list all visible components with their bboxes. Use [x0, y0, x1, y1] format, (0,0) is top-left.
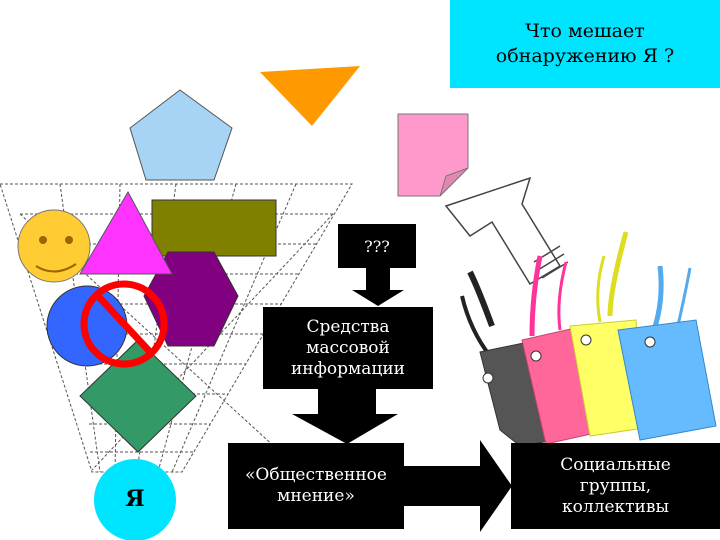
self-circle	[94, 459, 176, 540]
orange-triangle	[260, 66, 360, 126]
olive-rectangle	[151, 199, 277, 257]
arrow-media-to-opinion	[292, 389, 398, 444]
green-diamond	[79, 339, 197, 453]
name-tags-image	[460, 231, 717, 447]
purple-hexagon	[143, 251, 239, 347]
pink-sticky-note	[397, 113, 469, 197]
blue-pentagon	[129, 89, 233, 181]
magenta-triangle	[79, 190, 173, 275]
media-text: Средства массовой информации	[290, 316, 406, 379]
prohibition-sign-icon	[80, 280, 168, 368]
groups-text: Социальные группы, коллективы	[560, 454, 671, 517]
opinion-box: «Общественное мнение»	[228, 443, 404, 529]
arrow-question-to-media	[352, 268, 404, 306]
self-label-text: Я	[125, 486, 145, 512]
groups-box: Социальные группы, коллективы	[511, 443, 720, 529]
title-text: Что мешает обнаружению Я ?	[495, 20, 675, 67]
white-up-arrow	[444, 176, 569, 286]
self-label: Я	[92, 464, 178, 534]
question-text: ???	[364, 236, 390, 256]
media-box: Средства массовой информации	[263, 307, 433, 389]
arrow-opinion-to-groups	[404, 440, 512, 532]
opinion-text: «Общественное мнение»	[245, 465, 387, 506]
smiley-face	[17, 209, 91, 283]
question-box: ???	[338, 224, 416, 268]
title-box: Что мешает обнаружению Я ?	[450, 0, 720, 88]
